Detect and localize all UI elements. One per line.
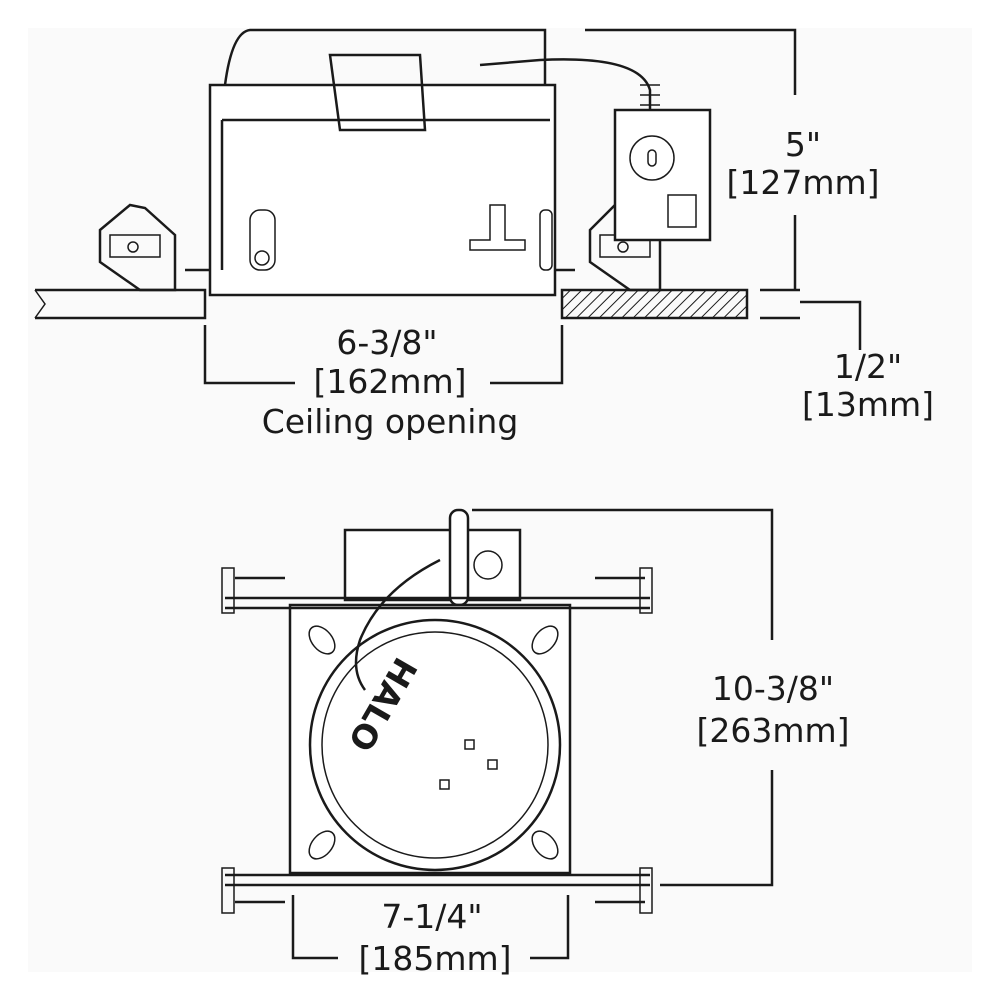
width-dimension-imperial: 7-1/4" [381,897,482,936]
ceiling-hatch [560,288,749,320]
ceiling-thickness-imperial: 1/2" [834,347,902,386]
bar-hanger-bottom [221,867,653,914]
dimension-lines-bottom [291,508,774,960]
side-view-housing [185,28,575,297]
length-dimension-imperial: 10-3/8" [712,669,834,708]
ceiling-section [34,288,800,320]
height-dimension-imperial: 5" [785,125,821,164]
dimension-lines-top [203,28,862,385]
ceiling-opening-caption: Ceiling opening [262,402,519,441]
width-dimension-metric: [185mm] [358,939,511,978]
opening-dimension-imperial: 6-3/8" [336,323,437,362]
height-dimension-metric: [127mm] [726,163,879,202]
plan-view-housing: HALO [288,508,572,875]
opening-dimension-metric: [162mm] [313,362,466,401]
mounting-bracket-left [98,203,177,292]
length-dimension-metric: [263mm] [696,711,849,750]
bar-hanger-top [221,567,653,614]
junction-box [479,58,712,242]
ceiling-thickness-metric: [13mm] [802,385,934,424]
